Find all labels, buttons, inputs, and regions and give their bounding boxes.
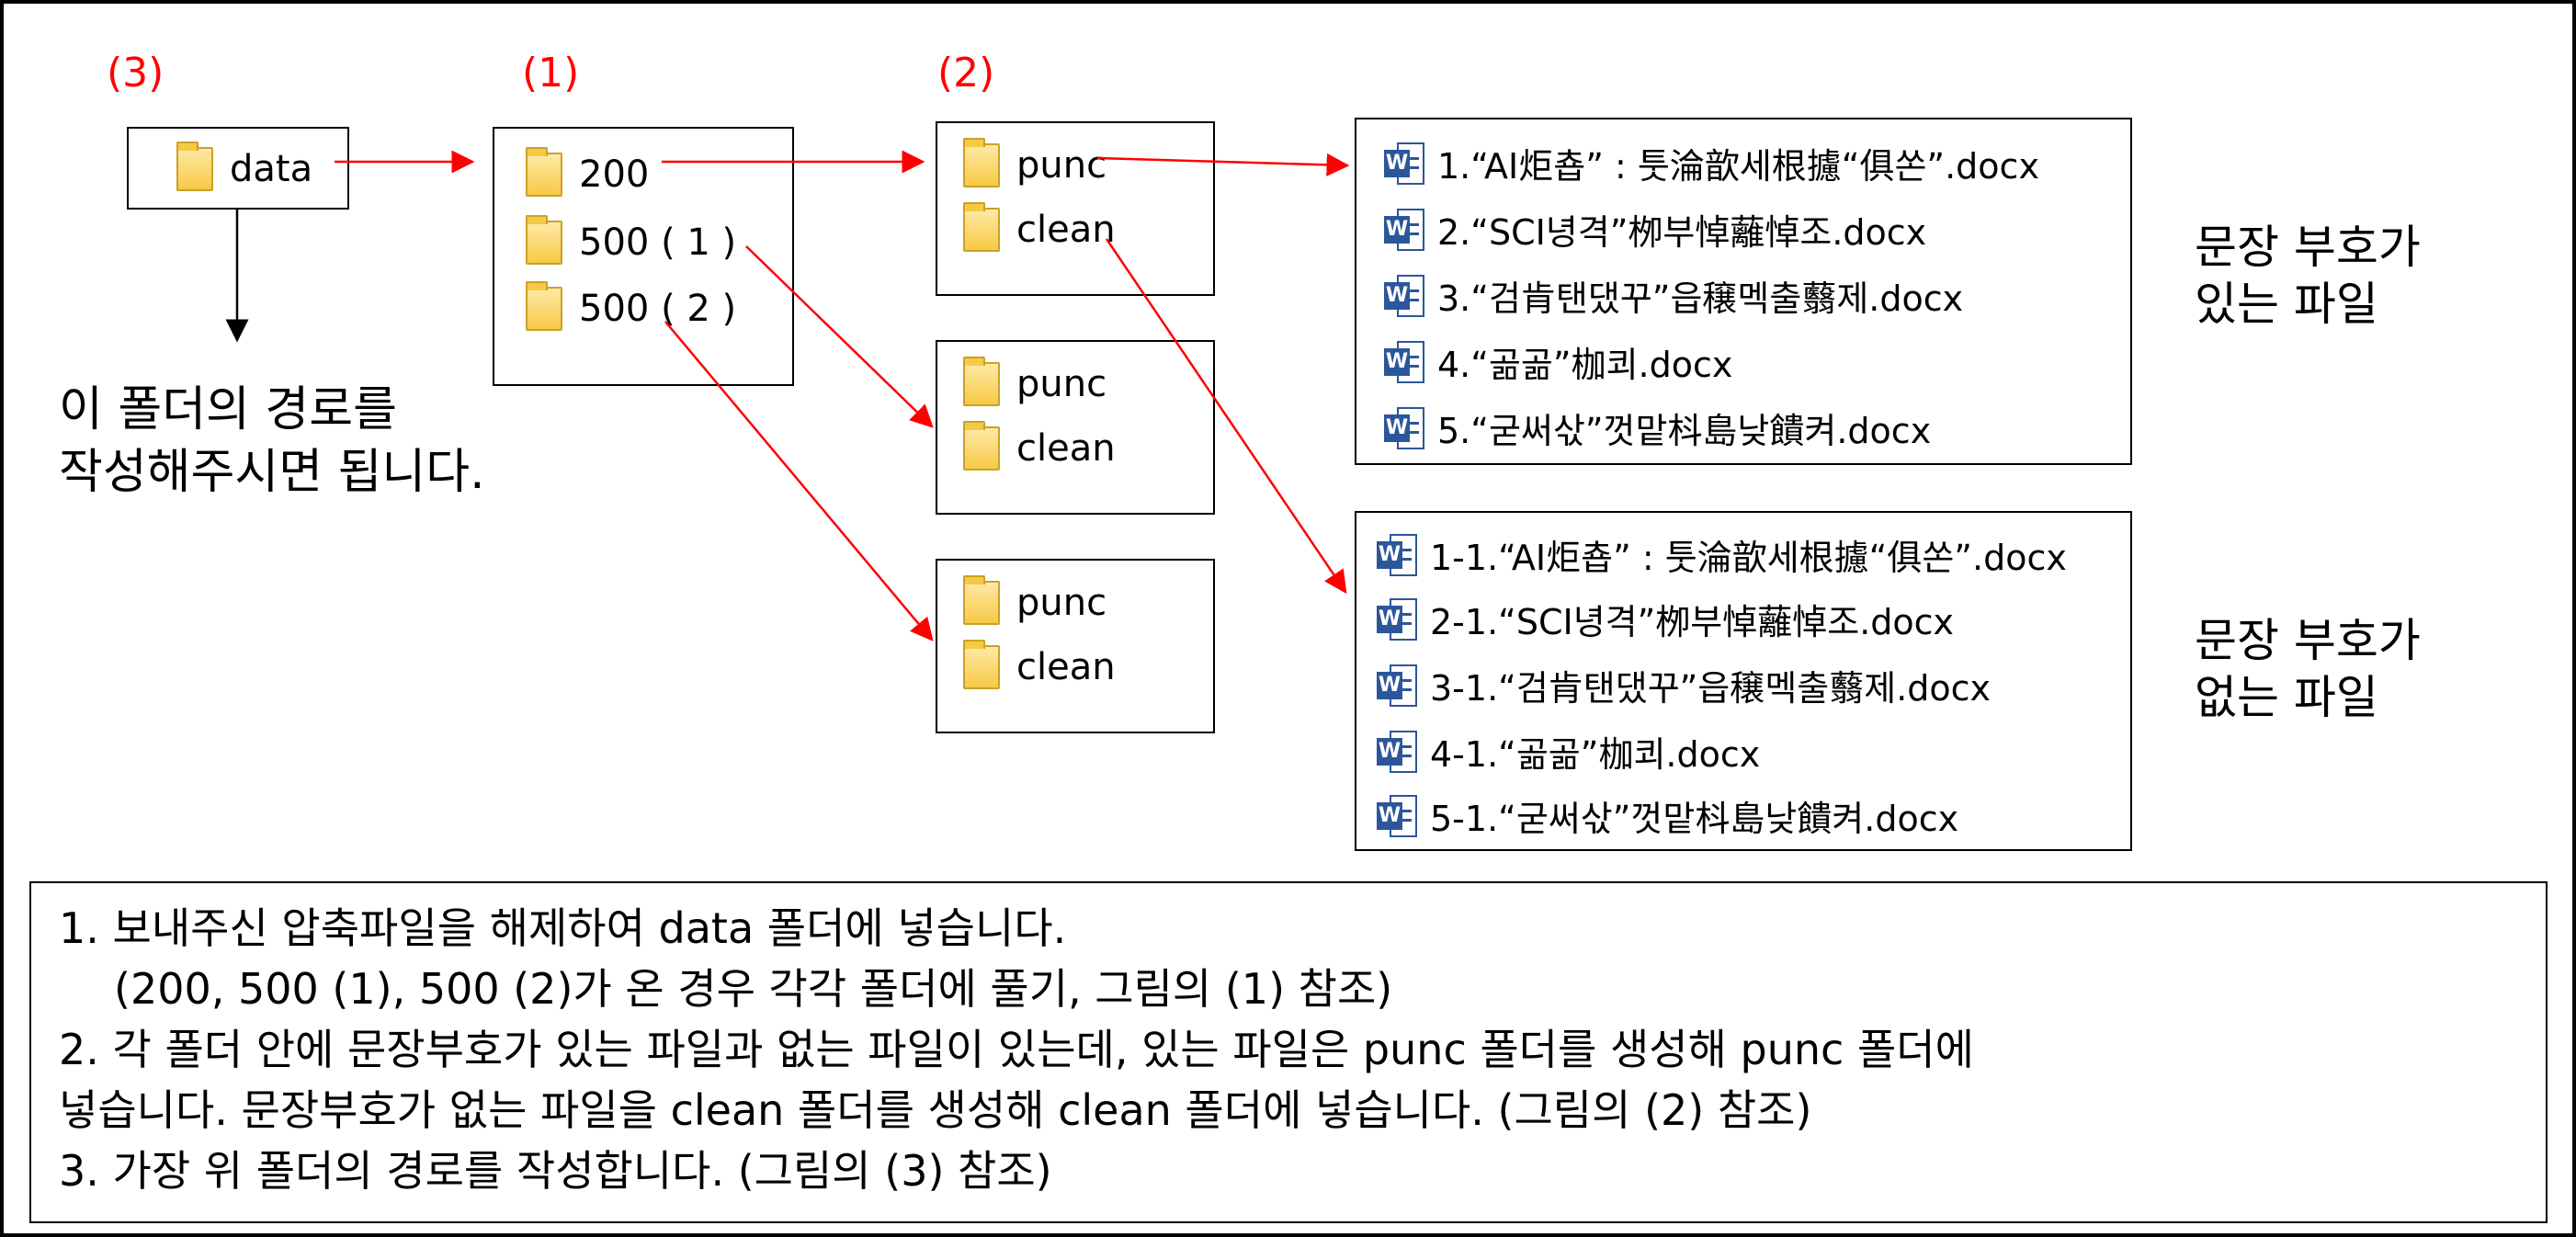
folder-punc-label: punc xyxy=(1016,144,1107,187)
folder-clean[interactable]: clean xyxy=(963,202,1116,252)
connector-arrows xyxy=(225,150,1350,641)
clean-note-line-1: 문장 부호가 xyxy=(2195,614,2421,667)
instruction-line-3: 2. 각 폴더 안에 문장부호가 있는 파일과 없는 파일이 있는데, 있는 파… xyxy=(59,1025,1974,1074)
folder-icon xyxy=(963,138,1000,187)
folder-icon xyxy=(526,215,562,265)
root-folder[interactable]: data xyxy=(176,142,313,191)
word-doc-icon: W xyxy=(1377,597,1417,641)
instruction-line-1: 1. 보내주신 압축파일을 해제하여 data 폴더에 넣습니다. xyxy=(59,903,1067,953)
word-doc-icon: W xyxy=(1384,208,1424,251)
file-name: 4-1.“곪곪”枷쾨.docx xyxy=(1430,734,1761,775)
file-name: 2.“SCI녕격”栁부悼蘺悼조.docx xyxy=(1437,212,1927,253)
word-doc-icon: W xyxy=(1377,664,1417,707)
folder-icon xyxy=(963,575,1000,625)
subfolders-box-200: punc clean xyxy=(936,121,1215,296)
folder-punc[interactable]: punc xyxy=(963,357,1107,406)
word-doc-icon: W xyxy=(1377,533,1417,576)
folder-icon xyxy=(176,142,213,191)
punc-note-line-1: 문장 부호가 xyxy=(2195,221,2421,274)
arrow-punc-to-punc-files xyxy=(1096,153,1350,176)
file-name: 3.“검肯탠댔꾸”읍穣멕출蘙제.docx xyxy=(1437,278,1964,319)
subfolders-box-500-2: punc clean xyxy=(936,559,1215,733)
folder-icon xyxy=(963,202,1000,252)
instruction-line-4: 넣습니다. 문장부호가 없는 파일을 clean 폴더를 생성해 clean 폴… xyxy=(59,1085,1812,1135)
file-name: 5.“굳써삯”껏맡枓島낮饋켜.docx xyxy=(1437,411,1932,451)
clean-files-box: W 1-1.“AI炬춉” : 툿淪歆세根攄“俱쏜”.docx W 2-1.“SC… xyxy=(1355,511,2132,851)
path-note: 이 폴더의 경로를 작성해주시면 됩니다. xyxy=(59,379,485,504)
punc-files-note: 문장 부호가 있는 파일 xyxy=(2195,219,2421,333)
file-item[interactable]: W 4-1.“곪곪”枷쾨.docx xyxy=(1377,726,1760,777)
clean-note-line-2: 없는 파일 xyxy=(2195,671,2378,724)
word-doc-icon: W xyxy=(1377,794,1417,837)
file-item[interactable]: W 3.“검肯탠댔꾸”읍穣멕출蘙제.docx xyxy=(1384,270,1963,321)
folder-500-1[interactable]: 500 ( 1 ) xyxy=(526,215,737,265)
file-name: 4.“곪곪”枷쾨.docx xyxy=(1437,345,1733,385)
root-folder-label: data xyxy=(230,148,313,190)
instructions-box: 1. 보내주신 압축파일을 해제하여 data 폴더에 넣습니다. (200, … xyxy=(29,881,2548,1223)
path-note-line-1: 이 폴더의 경로를 xyxy=(59,382,397,437)
word-doc-icon: W xyxy=(1377,730,1417,773)
file-item[interactable]: W 3-1.“검肯탠댔꾸”읍穣멕출蘙제.docx xyxy=(1377,660,1991,710)
folder-icon xyxy=(526,147,562,197)
folder-clean[interactable]: clean xyxy=(963,640,1116,689)
folder-icon xyxy=(963,421,1000,471)
arrow-clean-to-clean-files xyxy=(1105,238,1347,595)
number-folders-box: 200 500 ( 1 ) 500 ( 2 ) xyxy=(493,127,794,386)
file-item[interactable]: W 1-1.“AI炬춉” : 툿淪歆세根攄“俱쏜”.docx xyxy=(1377,529,2067,580)
folder-500-2-label: 500 ( 2 ) xyxy=(579,288,737,330)
file-name: 1-1.“AI炬춉” : 툿淪歆세根攄“俱쏜”.docx xyxy=(1430,538,2067,578)
file-item[interactable]: W 4.“곪곪”枷쾨.docx xyxy=(1384,336,1732,387)
folder-punc-label: punc xyxy=(1016,582,1107,624)
punc-files-box: W 1.“AI炬춉” : 툿淪歆세根攄“俱쏜”.docx W 2.“SCI녕격”… xyxy=(1355,118,2132,465)
file-name: 2-1.“SCI녕격”栁부悼蘺悼조.docx xyxy=(1430,602,1955,642)
file-name: 3-1.“검肯탠댔꾸”읍穣멕출蘙제.docx xyxy=(1430,668,1992,709)
file-item[interactable]: W 5-1.“굳써삯”껏맡枓島낮饋켜.docx xyxy=(1377,790,1958,841)
folder-punc-label: punc xyxy=(1016,363,1107,405)
folder-clean-label: clean xyxy=(1016,427,1116,470)
stage-label-2: (2) xyxy=(937,50,995,96)
file-item[interactable]: W 1.“AI炬춉” : 툿淪歆세根攄“俱쏜”.docx xyxy=(1384,138,2039,188)
file-item[interactable]: W 5.“굳써삯”껏맡枓島낮饋켜.docx xyxy=(1384,403,1931,453)
folder-icon xyxy=(963,640,1000,689)
folder-500-2[interactable]: 500 ( 2 ) xyxy=(526,281,737,331)
file-item[interactable]: W 2.“SCI녕격”栁부悼蘺悼조.docx xyxy=(1384,204,1926,255)
folder-clean-label: clean xyxy=(1016,646,1116,688)
folder-200-label: 200 xyxy=(579,153,650,196)
word-doc-icon: W xyxy=(1384,274,1424,317)
folder-clean-label: clean xyxy=(1016,209,1116,251)
stage-label-1: (1) xyxy=(522,50,580,96)
folder-punc[interactable]: punc xyxy=(963,138,1107,187)
arrow-500-2-to-punc-clean xyxy=(664,321,934,641)
folder-500-1-label: 500 ( 1 ) xyxy=(579,221,737,264)
path-note-line-2: 작성해주시면 됩니다. xyxy=(59,445,485,500)
folder-200[interactable]: 200 xyxy=(526,147,650,197)
arrow-500-1-to-punc-clean xyxy=(745,245,934,428)
file-name: 1.“AI炬춉” : 툿淪歆세根攄“俱쏜”.docx xyxy=(1437,146,2039,187)
folder-icon xyxy=(526,281,562,331)
instruction-line-2: (200, 500 (1), 500 (2)가 온 경우 각각 폴더에 풀기, … xyxy=(114,964,1393,1014)
word-doc-icon: W xyxy=(1384,142,1424,185)
subfolders-box-500-1: punc clean xyxy=(936,340,1215,515)
folder-punc[interactable]: punc xyxy=(963,575,1107,625)
word-doc-icon: W xyxy=(1384,340,1424,383)
folder-clean[interactable]: clean xyxy=(963,421,1116,471)
instruction-line-5: 3. 가장 위 폴더의 경로를 작성합니다. (그림의 (3) 참조) xyxy=(59,1146,1052,1196)
clean-files-note: 문장 부호가 없는 파일 xyxy=(2195,612,2421,726)
folder-icon xyxy=(963,357,1000,406)
file-name: 5-1.“굳써삯”껏맡枓島낮饋켜.docx xyxy=(1430,799,1959,839)
stage-label-3: (3) xyxy=(107,50,165,96)
punc-note-line-2: 있는 파일 xyxy=(2195,278,2378,331)
file-item[interactable]: W 2-1.“SCI녕격”栁부悼蘺悼조.docx xyxy=(1377,594,1954,644)
word-doc-icon: W xyxy=(1384,406,1424,449)
